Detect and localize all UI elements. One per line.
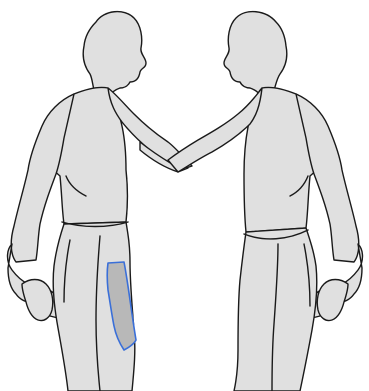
left-figure-head [83, 12, 146, 98]
right-figure-head [224, 12, 287, 98]
left-figure [8, 12, 193, 391]
left-figure-back-hand-palm [22, 280, 53, 321]
right-figure-back-hand-palm [317, 280, 348, 321]
right-figure [168, 12, 363, 391]
